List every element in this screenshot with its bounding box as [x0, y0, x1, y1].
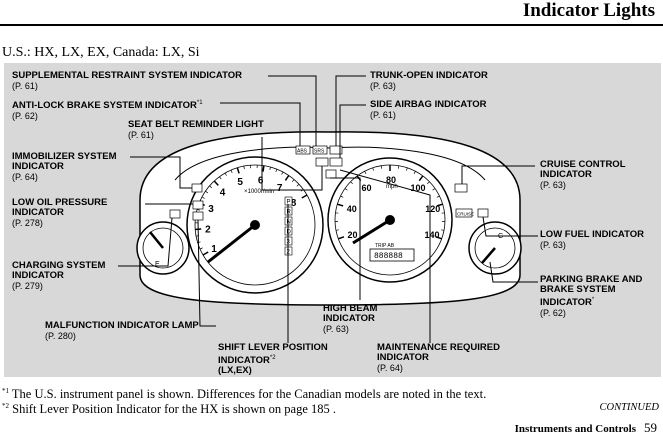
label-malfunction: MALFUNCTION INDICATOR LAMP(P. 280) [45, 321, 199, 341]
tach-numeral: 2 [205, 224, 211, 235]
malfunction-indicator [193, 212, 203, 220]
speed-tick [441, 230, 444, 231]
shift-position-letter: D [287, 230, 292, 236]
speed-numeral: 20 [348, 230, 358, 240]
oil-pressure-indicator [193, 201, 203, 209]
fuel-e-label: E [155, 261, 160, 268]
shift-position-letter: N [287, 220, 291, 226]
speed-numeral: 60 [362, 183, 372, 193]
page-number: 59 [644, 420, 657, 435]
label-trunk-open: TRUNK-OPEN INDICATOR(P. 63) [370, 71, 488, 91]
high-beam-indicator [326, 170, 336, 178]
footer-section: Instruments and Controls [515, 423, 636, 435]
shift-position-letter: R [287, 210, 292, 216]
label-abs: ANTI-LOCK BRAKE SYSTEM INDICATOR*1(P. 62… [12, 98, 203, 121]
tach-numeral: 3 [208, 204, 214, 215]
tach-numeral: 1 [211, 244, 217, 255]
label-side-airbag: SIDE AIRBAG INDICATOR(P. 61) [370, 100, 486, 120]
tach-numeral: 4 [220, 187, 226, 198]
speed-numeral: 120 [425, 204, 440, 214]
cruise-indicator: CRUISE [457, 212, 474, 217]
speed-numeral: 140 [425, 230, 440, 240]
side-airbag-indicator [330, 158, 342, 166]
tach-tick [263, 166, 264, 172]
charging-indicator [170, 210, 180, 218]
abs-indicator: ABS [297, 149, 308, 155]
odometer-trip-label: TRIP AB [375, 243, 395, 249]
tach-numeral: 5 [237, 177, 243, 188]
label-srs: SUPPLEMENTAL RESTRAINT SYSTEM INDICATOR(… [12, 71, 242, 91]
speed-tick [381, 166, 382, 169]
cruise-indicator-box [455, 184, 467, 192]
label-low-fuel: LOW FUEL INDICATOR(P. 63) [540, 230, 644, 250]
tach-numeral: 7 [277, 183, 283, 194]
seatbelt-indicator [316, 158, 328, 166]
footnote-1: *1 The U.S. instrument panel is shown. D… [2, 387, 486, 402]
immobilizer-indicator [192, 184, 202, 192]
footnote-2: *2 Shift Lever Position Indicator for th… [2, 402, 336, 417]
speed-tick [398, 166, 399, 169]
label-seatbelt: SEAT BELT REMINDER LIGHT(P. 61) [128, 120, 264, 140]
shift-position-letter: P [287, 200, 291, 206]
speed-tick [336, 230, 339, 231]
srs-indicator: SRS [314, 149, 325, 155]
odometer-value: 888888 [374, 252, 403, 261]
speed-numeral: 40 [347, 204, 357, 214]
continued-label: CONTINUED [599, 402, 659, 413]
tach-numeral: 6 [258, 176, 264, 187]
low-fuel-indicator [478, 209, 488, 217]
